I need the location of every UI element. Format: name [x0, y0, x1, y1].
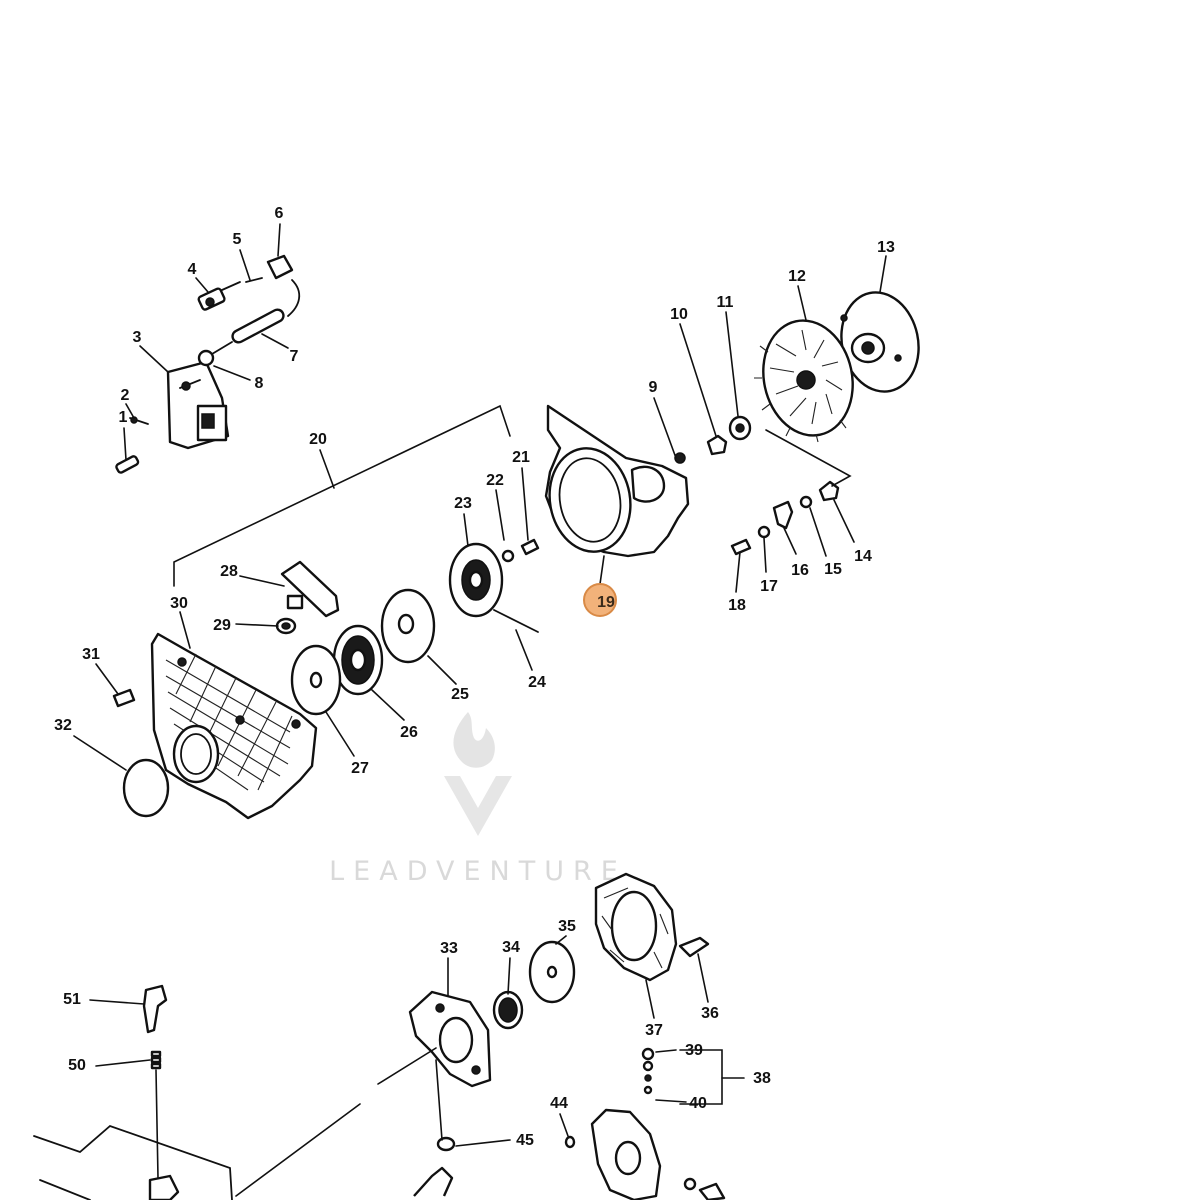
callout-1[interactable]: 1: [119, 409, 128, 426]
callout-21[interactable]: 21: [512, 449, 530, 466]
callout-40[interactable]: 40: [689, 1095, 707, 1112]
callout-7[interactable]: 7: [290, 348, 299, 365]
callout-35[interactable]: 35: [558, 918, 576, 935]
callout-32[interactable]: 32: [54, 717, 72, 734]
leader-lines: [73, 223, 887, 1197]
callout-4[interactable]: 4: [188, 261, 197, 278]
callout-3[interactable]: 3: [133, 329, 142, 346]
callout-29[interactable]: 29: [213, 617, 231, 634]
callout-39[interactable]: 39: [685, 1042, 703, 1059]
callout-5[interactable]: 5: [233, 231, 242, 248]
callout-14[interactable]: 14: [854, 548, 872, 565]
flywheel-assembly: [706, 291, 920, 556]
callout-23[interactable]: 23: [454, 495, 472, 512]
callout-38[interactable]: 38: [753, 1070, 771, 1087]
oil-pump-assembly: [33, 872, 726, 1200]
callout-24[interactable]: 24: [528, 674, 546, 691]
watermark-flame-icon: [453, 712, 495, 768]
rewind-starter-parts: [275, 538, 540, 716]
starter-cover: [112, 632, 318, 820]
callout-6[interactable]: 6: [275, 205, 284, 222]
callout-11[interactable]: 11: [717, 294, 734, 311]
callout-2[interactable]: 2: [121, 387, 130, 404]
fan-wheel: [754, 319, 854, 443]
callout-50[interactable]: 50: [68, 1057, 86, 1074]
callout-20[interactable]: 20: [309, 431, 327, 448]
callout-17[interactable]: 17: [760, 578, 778, 595]
callout-51[interactable]: 51: [63, 991, 81, 1008]
callout-15[interactable]: 15: [824, 561, 842, 578]
callout-25[interactable]: 25: [451, 686, 469, 703]
callout-26[interactable]: 26: [400, 724, 418, 741]
callout-37[interactable]: 37: [645, 1022, 663, 1039]
watermark-v-logo-icon: [444, 776, 512, 836]
callout-19[interactable]: 19: [597, 594, 615, 611]
callout-12[interactable]: 12: [788, 268, 806, 285]
callout-45[interactable]: 45: [516, 1132, 534, 1149]
callout-30[interactable]: 30: [170, 595, 188, 612]
callout-10[interactable]: 10: [670, 306, 688, 323]
callout-31[interactable]: 31: [82, 646, 100, 663]
callout-9[interactable]: 9: [649, 379, 658, 396]
callout-13[interactable]: 13: [877, 239, 895, 256]
callout-27[interactable]: 27: [351, 760, 369, 777]
watermark-text: LEADVENTURE: [329, 856, 627, 887]
highlight-marker[interactable]: [583, 583, 617, 617]
callout-28[interactable]: 28: [220, 563, 238, 580]
callout-labels: 1 2 3 4 5 6 7 8 9 10 11 12 13 14 15 16 1…: [54, 205, 895, 1149]
callout-8[interactable]: 8: [255, 375, 264, 392]
callout-22[interactable]: 22: [486, 472, 504, 489]
callout-33[interactable]: 33: [440, 940, 458, 957]
fan-housing: [544, 404, 690, 558]
ignition-module-assembly: [115, 254, 301, 474]
callout-16[interactable]: 16: [791, 562, 809, 579]
watermark: LEADVENTURE: [329, 712, 627, 887]
callout-36[interactable]: 36: [701, 1005, 719, 1022]
callout-18[interactable]: 18: [728, 597, 746, 614]
callout-34[interactable]: 34: [502, 939, 520, 956]
callout-44[interactable]: 44: [550, 1095, 568, 1112]
